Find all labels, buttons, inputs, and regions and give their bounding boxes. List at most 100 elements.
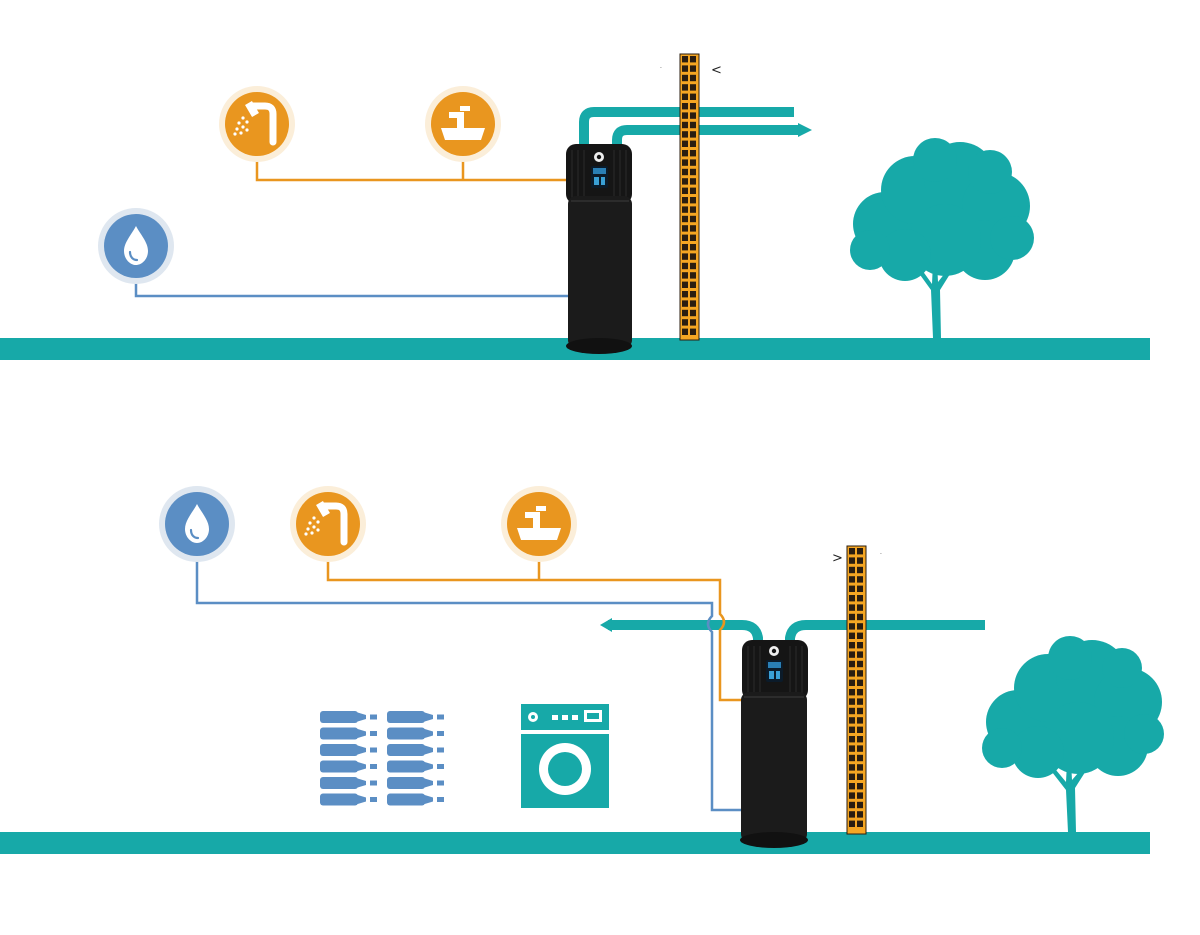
cold-water-icon: [98, 208, 174, 284]
wall-brick-hole: [690, 253, 696, 260]
wall-brick-hole: [682, 225, 688, 232]
wall-brick-hole: [857, 773, 863, 780]
wine-bottle: [387, 793, 444, 806]
wall-brick-hole: [690, 197, 696, 204]
wall-brick-hole: [690, 103, 696, 110]
wall-brick-hole: [682, 291, 688, 298]
wall-brick-hole: [682, 319, 688, 326]
wall-brick-hole: [682, 187, 688, 194]
wall-brick-hole: [857, 726, 863, 733]
cold-water-icon: [159, 486, 235, 562]
wall-brick-hole: [682, 234, 688, 241]
intake-arrow: [600, 618, 612, 632]
wall-brick-hole: [690, 328, 696, 335]
air-duct-exhaust: [612, 125, 800, 150]
cold-water-pipe: [195, 560, 742, 812]
heat-pump-unit: [566, 144, 632, 354]
wall-brick-hole: [849, 754, 855, 762]
wall-brick-hole: [690, 187, 696, 194]
wall-brick-hole: [682, 131, 688, 138]
wall-brick-hole: [682, 159, 688, 166]
wall-brick-hole: [857, 613, 863, 621]
wall-brick-hole: [690, 178, 696, 185]
tap-icon: [501, 486, 577, 562]
wall-brick-hole: [857, 698, 863, 705]
wall-brick-hole: [690, 234, 696, 241]
wall-brick-hole: [690, 291, 696, 298]
wall-brick-hole: [849, 726, 855, 733]
wall-brick-hole: [690, 150, 696, 157]
tap-icon: [425, 86, 501, 162]
wall-brick-hole: [857, 754, 863, 762]
wall-brick-hole: [690, 206, 696, 213]
wall-brick-hole: [690, 300, 696, 307]
wall-brick-hole: [849, 557, 855, 564]
wall-brick-hole: [682, 150, 688, 157]
wall-brick-hole: [682, 112, 688, 119]
wine-bottles-icon: [320, 711, 444, 806]
wine-bottle: [320, 760, 377, 773]
heat-pump-unit: [740, 640, 808, 848]
wall-brick-hole: [849, 736, 855, 743]
wall-brick-hole: [849, 576, 855, 583]
wall-brick-hole: [690, 74, 696, 82]
wall-brick-hole: [857, 689, 863, 696]
wall-brick-hole: [857, 811, 863, 818]
wall-brick-hole: [690, 215, 696, 223]
wall-brick-hole: [682, 168, 688, 176]
wall-brick-hole: [857, 679, 863, 686]
wall-brick-hole: [849, 811, 855, 818]
wall-brick-hole: [849, 642, 855, 649]
wall-brick-hole: [682, 121, 688, 129]
wine-bottle: [387, 744, 444, 756]
wall-brick-hole: [682, 272, 688, 279]
wine-bottle: [387, 727, 444, 740]
wall-brick-hole: [682, 206, 688, 213]
wall-brick-hole: [857, 566, 863, 574]
wall-brick-hole: [849, 604, 855, 611]
wall-brick-hole: [849, 773, 855, 780]
wall-brick-hole: [857, 585, 863, 592]
wall-brick-hole: [849, 613, 855, 621]
wall-brick-hole: [857, 801, 863, 809]
wall-brick-hole: [857, 651, 863, 658]
wall-brick-hole: [857, 604, 863, 611]
washing-machine-icon: [521, 704, 609, 808]
wall-brick-hole: [849, 801, 855, 809]
wall-brick-hole: [682, 74, 688, 82]
wine-bottle: [387, 711, 444, 723]
scene-2: ·: [0, 486, 1164, 854]
wine-bottle: [320, 727, 377, 740]
wall-brick-hole: [849, 689, 855, 696]
wall-brick-hole: [682, 103, 688, 110]
wall-brick-hole: [690, 309, 696, 317]
wall-brick-hole: [682, 309, 688, 317]
wall-brick-hole: [849, 670, 855, 677]
wall-brick-hole: [682, 244, 688, 251]
wall-brick-hole: [849, 783, 855, 790]
wall-brick-hole: [690, 262, 696, 270]
wine-bottle: [387, 777, 444, 789]
wine-bottle: [320, 711, 377, 723]
wall-brick-hole: [690, 65, 696, 72]
wall-brick-hole: [690, 93, 696, 100]
wall-brick-hole: [690, 84, 696, 91]
wall-brick-hole: [690, 131, 696, 138]
wall-brick-hole: [857, 642, 863, 649]
wine-bottle: [320, 744, 377, 756]
wall-brick-hole: [682, 253, 688, 260]
wall-brick-hole: [849, 792, 855, 799]
house-wall: [679, 53, 700, 341]
wall-brick-hole: [682, 93, 688, 100]
wall-brick-hole: [682, 328, 688, 335]
wall-brick-hole: [849, 820, 855, 827]
wall-brick-hole: [690, 168, 696, 176]
direction-marker: >: [832, 551, 843, 566]
wall-brick-hole: [857, 623, 863, 630]
wall-brick-hole: [857, 736, 863, 743]
tree-icon: [982, 636, 1164, 832]
air-duct-exhaust: [785, 620, 985, 646]
wall-brick-hole: [857, 707, 863, 715]
wall-marker-dot: ·: [660, 65, 662, 72]
